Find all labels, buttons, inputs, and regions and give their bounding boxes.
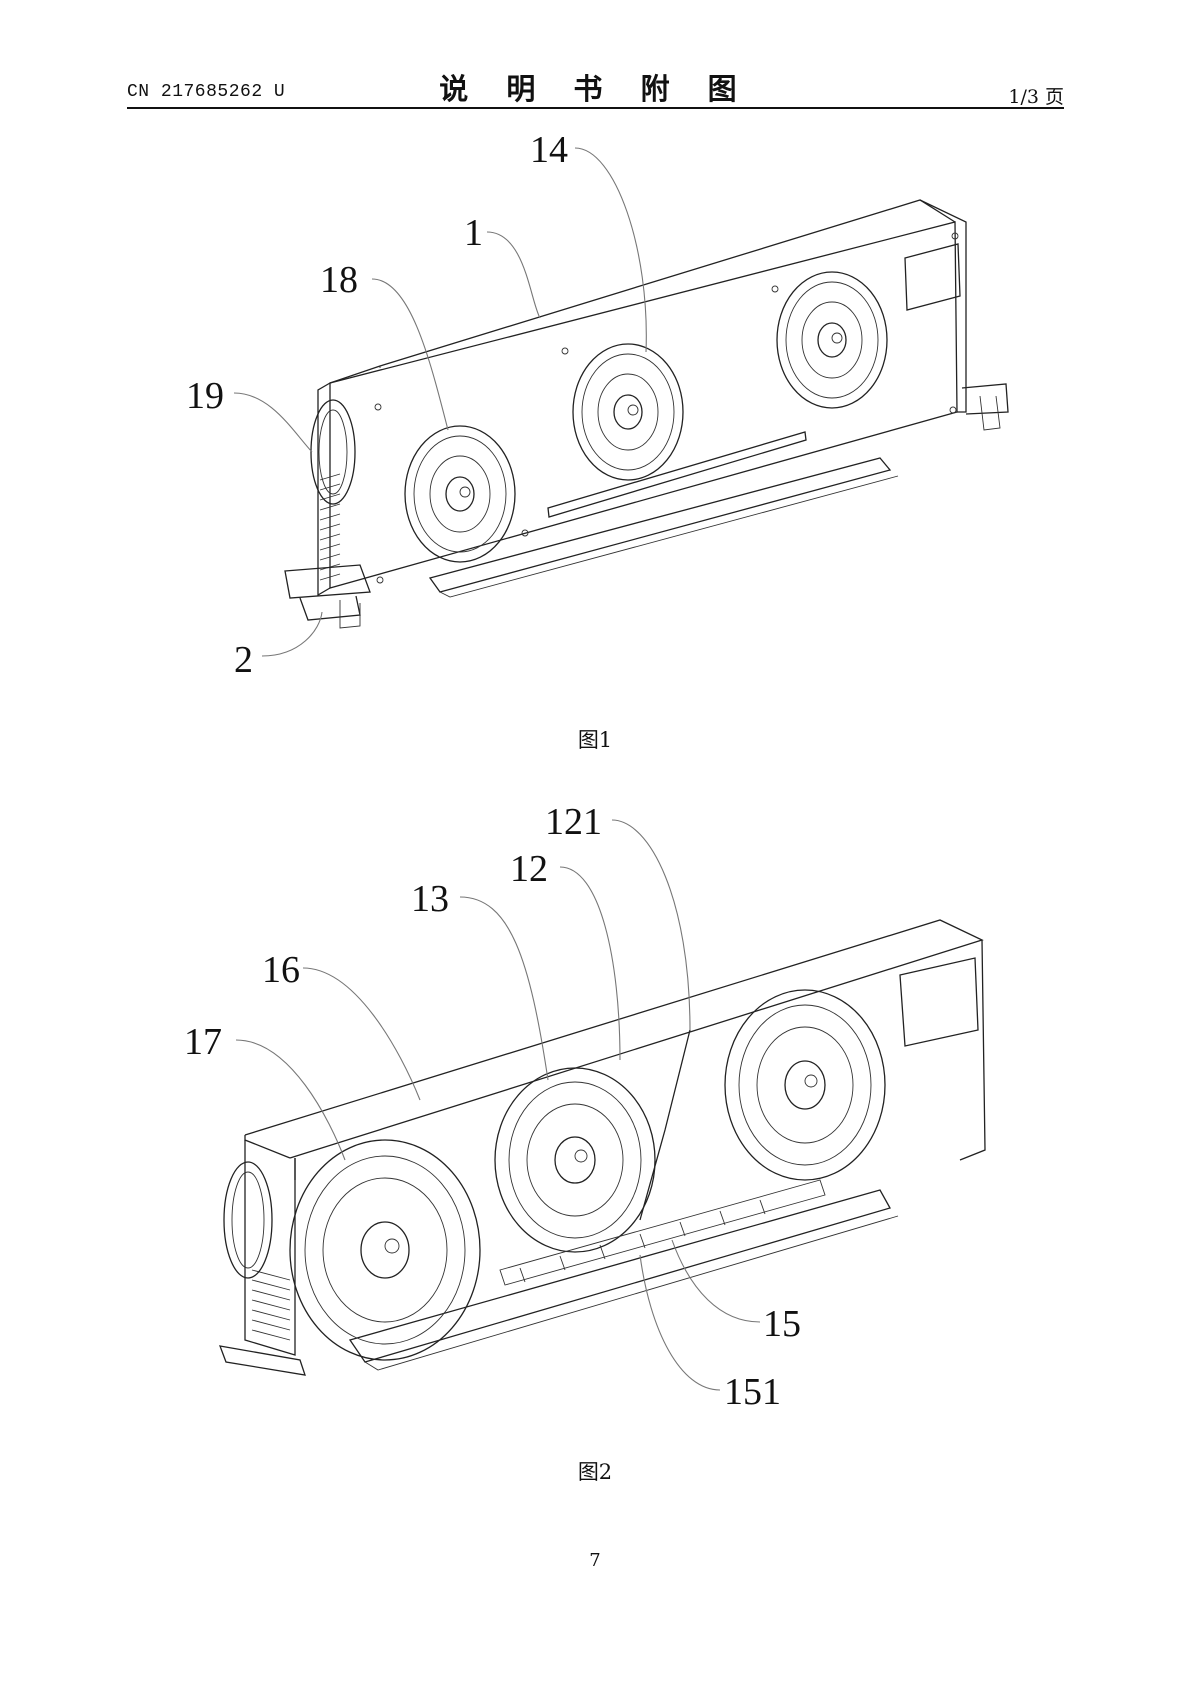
figure-1-caption: 图1 bbox=[577, 728, 613, 752]
label-14: 14 bbox=[530, 129, 568, 171]
patent-number: CN 217685262 U bbox=[127, 82, 286, 102]
label-151: 151 bbox=[724, 1371, 781, 1413]
label-15: 15 bbox=[763, 1303, 801, 1345]
figure-1-drawing: 14 1 18 19 2 bbox=[186, 129, 1009, 681]
figure-2-drawing: 121 12 13 16 17 15 151 bbox=[184, 801, 986, 1413]
label-13: 13 bbox=[411, 878, 449, 920]
label-18: 18 bbox=[320, 259, 358, 301]
page-count: 1/3 页 bbox=[1008, 86, 1064, 108]
header-rule bbox=[127, 107, 1064, 109]
page-title: 说 明 书 附 图 bbox=[439, 72, 751, 106]
label-19: 19 bbox=[186, 375, 224, 417]
label-2: 2 bbox=[234, 639, 253, 681]
figure-2-caption: 图2 bbox=[577, 1460, 613, 1484]
label-17: 17 bbox=[184, 1021, 222, 1063]
page-number: 7 bbox=[589, 1550, 601, 1571]
label-121: 121 bbox=[545, 801, 602, 843]
label-12: 12 bbox=[510, 848, 548, 890]
label-16: 16 bbox=[262, 949, 300, 991]
label-1: 1 bbox=[464, 212, 483, 254]
